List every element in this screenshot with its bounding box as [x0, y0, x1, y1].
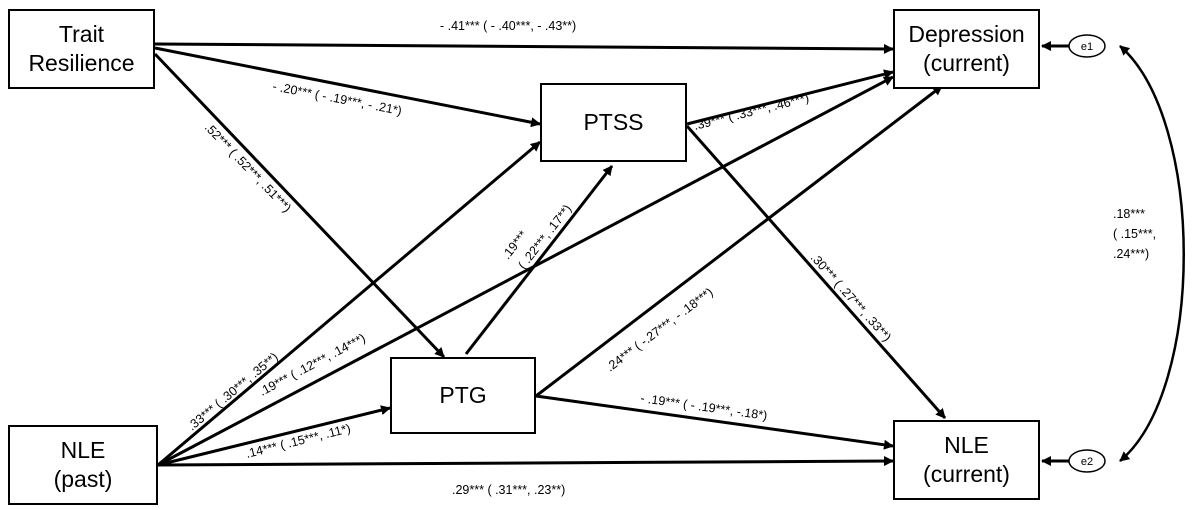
- arrow-nle-past-to-nle-current: [157, 456, 894, 467]
- arrow-ptss-to-depression: [686, 69, 894, 126]
- arrow-nle-past-to-ptg: [157, 405, 391, 467]
- label-trait-depression: - .41*** ( - .40***, - .43**): [440, 19, 576, 33]
- arrow-ptg-to-ptss: [464, 165, 614, 355]
- node-depression-current: Depression (current): [893, 9, 1040, 89]
- label-nle-past-nle-current: .29*** ( .31***, .23**): [452, 483, 565, 497]
- label-ptss-nle-current: .30*** ( .27***, .33**): [808, 251, 894, 345]
- node-depression-line-2: (current): [923, 50, 1010, 76]
- label-covariance-line-2: ( .15***,: [1113, 227, 1156, 241]
- arrow-ptg-to-nle-current: [535, 394, 894, 450]
- arrow-ptss-to-nle-current: [685, 125, 947, 419]
- node-ptg: PTG: [390, 357, 536, 434]
- node-nle-past: NLE (past): [8, 425, 158, 505]
- node-depression-line-1: Depression: [908, 21, 1025, 48]
- label-covariance-line-3: .24***): [1113, 247, 1149, 261]
- node-ptss: PTSS: [540, 83, 687, 162]
- svg-text:e1: e1: [1081, 41, 1093, 53]
- label-ptg-depression: .24*** ( -.27***, - .18***): [603, 285, 715, 374]
- label-trait-ptg: .52*** ( .52***, .51***): [202, 120, 294, 215]
- node-trait-resilience-line-1: Trait: [58, 21, 105, 48]
- error-e1: e1: [1068, 34, 1106, 58]
- node-ptss-label: PTSS: [583, 109, 644, 136]
- node-nle-current-line-2: (current): [923, 461, 1010, 487]
- covariance-e1-e2-arc: [1119, 45, 1185, 462]
- arrow-nle-past-to-ptss: [157, 140, 541, 467]
- arrow-ptg-to-depression: [535, 84, 943, 398]
- error-e2: e2: [1068, 449, 1106, 473]
- svg-text:e2: e2: [1081, 456, 1093, 468]
- node-nle-current-line-1: NLE: [944, 432, 989, 459]
- arrow-trait-to-depression: [154, 42, 894, 54]
- label-covariance-line-1: .18***: [1113, 207, 1145, 221]
- arrow-trait-to-ptss: [154, 46, 541, 128]
- arrow-nle-past-to-depression: [157, 75, 894, 467]
- node-nle-current: NLE (current): [893, 420, 1040, 500]
- node-trait-resilience-line-2: Resilience: [28, 50, 135, 76]
- node-ptg-label: PTG: [439, 382, 487, 409]
- node-trait-resilience: Trait Resilience: [8, 9, 155, 89]
- arrow-trait-to-ptg: [153, 52, 446, 359]
- node-nle-past-line-2: (past): [53, 466, 113, 492]
- node-nle-past-line-1: NLE: [60, 437, 106, 464]
- label-ptss-depression: .39*** ( .33***, .46***): [692, 91, 810, 133]
